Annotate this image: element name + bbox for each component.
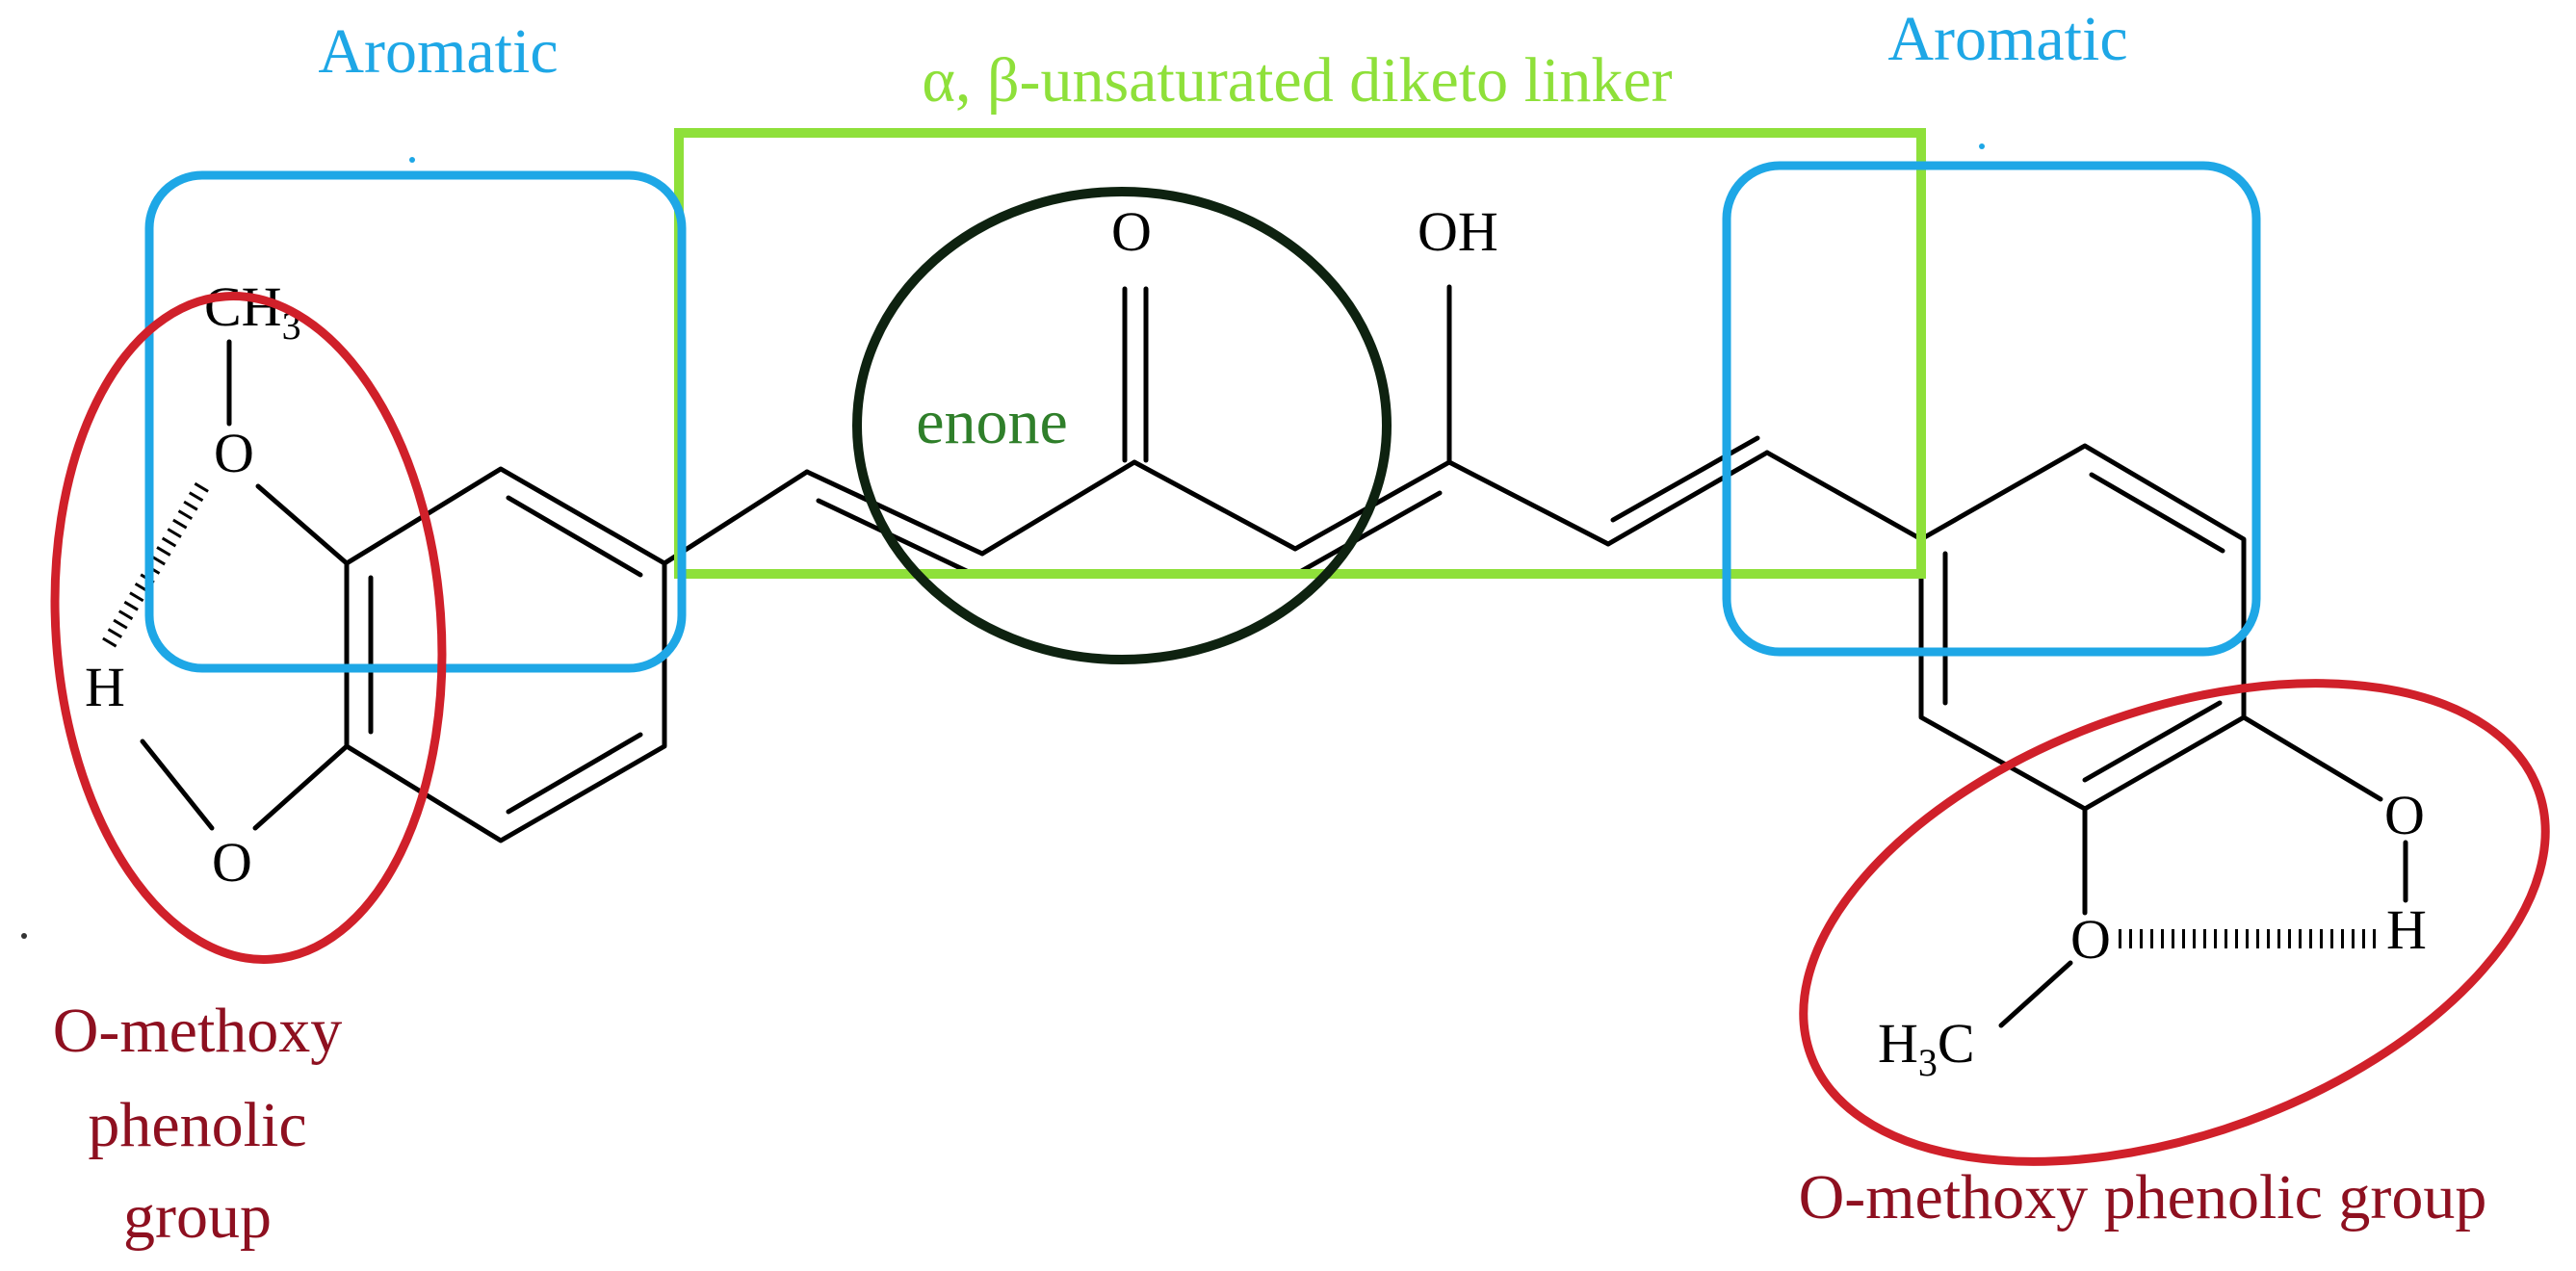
left-ring-double-bond (506, 495, 643, 578)
annotation-labels: Aromatic Aromatic α, β-unsaturated diket… (53, 4, 2487, 1252)
stray-dot (1979, 143, 1985, 149)
aromatic-label-left: Aromatic (318, 16, 558, 87)
linker-double-bond (1605, 450, 1770, 547)
linker-bond (1764, 450, 1924, 542)
linker-double-bond (1295, 490, 1443, 576)
methoxy-label-left-line2: phenolic (88, 1090, 306, 1160)
atom-o-methoxy-left: O (214, 422, 254, 484)
ring-to-methoxy-o-bond (255, 483, 350, 566)
linker-double-bond (816, 498, 976, 577)
aromatic-highlight-box-left (144, 170, 687, 673)
linker-label: α, β-unsaturated diketo linker (922, 45, 1672, 116)
highlight-shapes (50, 128, 2550, 1166)
right-ring-double-bond (2089, 472, 2225, 554)
right-benzene-ring (1918, 443, 2247, 812)
left-ring-double-bond (506, 732, 643, 815)
enone-label: enone (916, 387, 1068, 457)
atom-o-methoxy-right: O (2070, 908, 2111, 971)
atom-h-right: H (2386, 898, 2427, 961)
linker-bond (1132, 459, 1298, 552)
atom-o-carbonyl: O (1111, 200, 1152, 263)
stray-dot (409, 157, 415, 163)
o-to-ch3-bond (1998, 960, 2073, 1028)
linker-double-bond (804, 469, 985, 557)
atom-h3c-right: H3C (1878, 1012, 1975, 1084)
atom-labels: CH3 O H O O OH O H O H3C (85, 200, 2427, 1084)
methoxy-label-right: O-methoxy phenolic group (1799, 1162, 2487, 1232)
methoxy-label-left-line3: group (123, 1181, 272, 1252)
ring-to-hydroxyl-o-bond (2241, 714, 2383, 802)
methoxy-highlight-ellipse-left (50, 292, 447, 964)
molecule-bonds (101, 284, 2408, 1028)
linker-double-bond (1610, 435, 1760, 523)
atom-oh-enol: OH (1418, 200, 1498, 263)
atom-o-hydroxyl-left: O (212, 831, 252, 894)
aromatic-highlight-box-right (1722, 161, 2261, 657)
methoxy-label-left-line1: O-methoxy (53, 996, 343, 1066)
linker-bond (1446, 459, 1611, 547)
linker-bond (979, 459, 1137, 557)
methoxy-highlight-ellipse-right (1799, 679, 2550, 1166)
left-hydrogen-bond (101, 481, 209, 650)
o-to-h-bond (140, 739, 215, 831)
stray-dots (21, 143, 1985, 939)
atom-ch3-left: CH3 (204, 275, 301, 348)
atom-h-left: H (85, 656, 125, 718)
stray-dot (21, 933, 27, 939)
atom-o-hydroxyl-right: O (2384, 784, 2425, 846)
enone-highlight-circle (852, 187, 1392, 664)
left-benzene-ring (344, 466, 667, 843)
linker-bond (662, 469, 810, 566)
ring-to-hydroxyl-o-bond (252, 743, 350, 831)
right-ring-double-bond (2082, 700, 2223, 783)
aromatic-label-right: Aromatic (1887, 4, 2127, 74)
